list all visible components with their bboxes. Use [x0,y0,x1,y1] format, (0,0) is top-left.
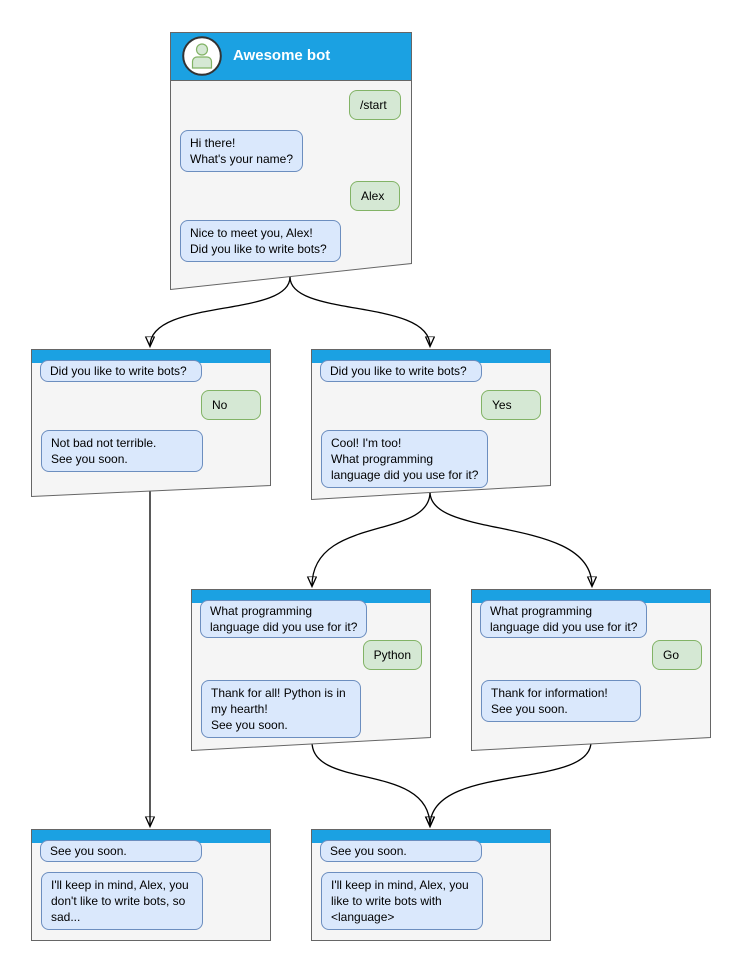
user-message-bubble: Alex [350,181,400,211]
bot-message-bubble: See you soon. [40,840,202,862]
chat-node-end-yes[interactable]: See you soon. I'll keep in mind, Alex, y… [311,829,551,941]
node-header-strip [192,590,430,603]
connector-go-to-end [430,741,592,826]
bot-message-bubble: Not bad not terrible. See you soon. [41,430,203,472]
bot-message-bubble: Did you like to write bots? [40,360,202,382]
node-header-strip [32,350,270,363]
bot-avatar-icon [182,36,222,76]
bot-message-bubble: Thank for information! See you soon. [481,680,641,722]
node-header-strip [312,830,550,843]
bot-message-bubble: What programming language did you use fo… [480,600,648,638]
chat-node-go-branch[interactable]: What programming language did you use fo… [471,589,711,751]
chat-window-title: Awesome bot [233,47,331,64]
user-message-bubble: Go [652,640,702,670]
bot-message-bubble: Thank for all! Python is in my hearth! S… [201,680,361,738]
bot-message-bubble: Cool! I'm too! What programming language… [321,430,489,488]
chat-node-python-branch[interactable]: What programming language did you use fo… [191,589,431,751]
chat-node-end-no[interactable]: See you soon. I'll keep in mind, Alex, y… [31,829,271,941]
bot-message-bubble: I'll keep in mind, Alex, you like to wri… [321,872,483,930]
bot-message-bubble: Did you like to write bots? [320,360,482,382]
user-message-bubble: /start [349,90,401,120]
connector-main-to-yes [289,276,430,346]
connector-yes-to-go [429,491,592,586]
chat-node-no-branch[interactable]: Did you like to write bots? No Not bad n… [31,349,271,497]
connector-yes-to-python [312,491,431,586]
user-message-bubble: No [201,390,261,420]
user-message-bubble: Python [362,640,422,670]
chat-node-yes-branch[interactable]: Did you like to write bots? Yes Cool! I'… [311,349,551,500]
node-header-strip [472,590,710,603]
connector-main-to-no [150,276,291,346]
node-header-strip [312,350,550,363]
bot-message-bubble: Hi there! What's your name? [180,130,304,172]
user-message-bubble: Yes [481,390,541,420]
chat-node-main[interactable]: Awesome bot /start Hi there! What's your… [170,32,412,290]
bot-message-bubble: Nice to meet you, Alex! Did you like to … [180,220,341,262]
connector-python-to-end [311,741,430,826]
bot-message-bubble: I'll keep in mind, Alex, you don't like … [41,872,203,930]
node-header-strip [32,830,270,843]
bot-message-bubble: See you soon. [320,840,482,862]
bot-message-bubble: What programming language did you use fo… [200,600,368,638]
